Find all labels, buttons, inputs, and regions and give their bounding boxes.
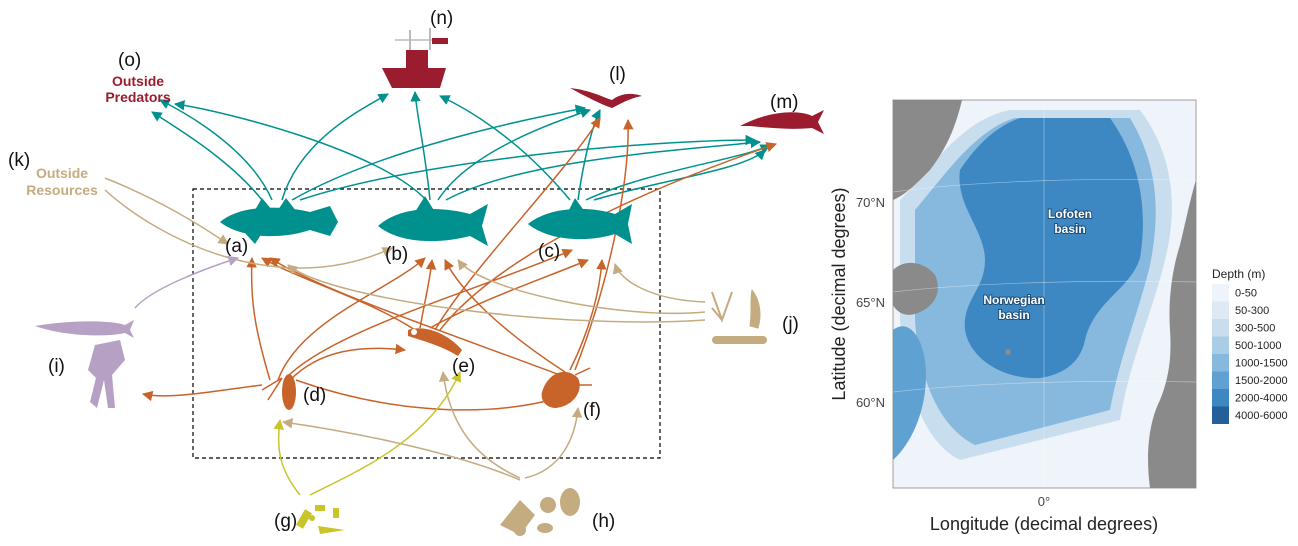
- resource-arrows-beige: [104, 177, 706, 481]
- depth-band-west: [893, 326, 926, 460]
- legend-swatch: [1212, 319, 1229, 337]
- y-axis-label: Latitude (decimal degrees): [829, 187, 849, 400]
- x-tick-0: 0°: [1038, 494, 1050, 509]
- legend-label: 1500-2000: [1235, 375, 1288, 387]
- herring-fish-icon: [528, 198, 632, 244]
- cod-fish-icon: [220, 198, 338, 244]
- y-tick-60: 60°N: [856, 395, 885, 410]
- outside-resources-label-2: Resources: [26, 182, 98, 198]
- whale-icon: [740, 110, 824, 134]
- legend-label: 500-1000: [1235, 340, 1282, 352]
- depth-band-2000-4000: [959, 118, 1143, 379]
- node-label-c: (c): [538, 241, 560, 262]
- node-label-b: (b): [385, 244, 408, 265]
- basin-label-lofoten-1: Lofoten: [1048, 207, 1092, 221]
- node-label-e: (e): [452, 356, 475, 377]
- ecosystem-boundary-box: [192, 188, 661, 459]
- mackerel-fish-icon: [378, 196, 488, 246]
- depth-map: Lofoten basin Norwegian basin 70°N 65°N …: [829, 99, 1288, 534]
- legend-title: Depth (m): [1212, 267, 1265, 281]
- x-axis-label: Longitude (decimal degrees): [930, 514, 1158, 534]
- basin-label-norwegian-1: Norwegian: [983, 293, 1044, 307]
- legend-swatch: [1212, 389, 1229, 407]
- copepod-icon: [261, 374, 296, 410]
- legend-swatch: [1212, 371, 1229, 389]
- krill-icon: [408, 328, 462, 356]
- squid-arrow: [134, 255, 240, 309]
- phytoplankton-icon: [296, 505, 345, 534]
- outside-resources-label-1: Outside: [36, 165, 88, 181]
- land-scandinavia: [1148, 180, 1196, 488]
- legend-swatch: [1212, 336, 1229, 354]
- map-graticule: [893, 100, 1196, 488]
- land-iceland: [893, 262, 938, 315]
- legend-swatch: [1212, 301, 1229, 319]
- node-label-m: (m): [770, 92, 798, 113]
- y-tick-65: 65°N: [856, 295, 885, 310]
- legend-label: 2000-4000: [1235, 393, 1288, 405]
- phyto-arrows-yellow: [273, 371, 461, 496]
- legend-label: 300-500: [1235, 323, 1275, 335]
- node-label-l: (l): [609, 64, 626, 85]
- map-frame: [892, 99, 1197, 489]
- land-faroe: [1005, 349, 1011, 355]
- legend-label: 4000-6000: [1235, 410, 1288, 422]
- node-label-g: (g): [274, 511, 297, 532]
- seabird-icon: [570, 88, 642, 108]
- node-label-f: (f): [583, 400, 601, 421]
- node-label-n: (n): [430, 8, 453, 29]
- node-label-k: (k): [8, 150, 30, 171]
- fishing-vessel-icon: [382, 28, 448, 88]
- node-label-d: (d): [303, 385, 326, 406]
- node-label-o: (o): [118, 50, 141, 71]
- food-web-diagram: (a) (b) (c) (d) (e) (f) (g) (h) (i) (j) …: [8, 8, 824, 536]
- legend-label: 50-300: [1235, 305, 1269, 317]
- node-label-h: (h): [592, 511, 615, 532]
- legend-label: 0-50: [1235, 288, 1257, 300]
- basin-label-norwegian-2: basin: [998, 308, 1029, 322]
- depth-legend: Depth (m) 0-50 50-300 300-500 500-1000 1000-…: [1212, 267, 1288, 424]
- outside-predators-label-2: Predators: [105, 89, 171, 105]
- amphipod-icon: [541, 367, 592, 408]
- squid-icon: [35, 320, 134, 408]
- legend-swatch: [1212, 284, 1229, 302]
- node-label-i: (i): [48, 356, 65, 377]
- basin-label-lofoten-2: basin: [1054, 222, 1085, 236]
- outside-predators-label-1: Outside: [112, 73, 164, 89]
- legend-label: 1000-1500: [1235, 358, 1288, 370]
- legend-swatch: [1212, 406, 1229, 424]
- predation-arrows-teal: [151, 90, 771, 201]
- legend-swatch: [1212, 354, 1229, 372]
- node-label-a: (a): [225, 236, 248, 257]
- zooplankton-icon: [500, 488, 580, 536]
- node-label-j: (j): [782, 314, 799, 335]
- benthic-resources-icon: [711, 288, 767, 344]
- y-tick-70: 70°N: [856, 195, 885, 210]
- land-greenland: [893, 100, 962, 200]
